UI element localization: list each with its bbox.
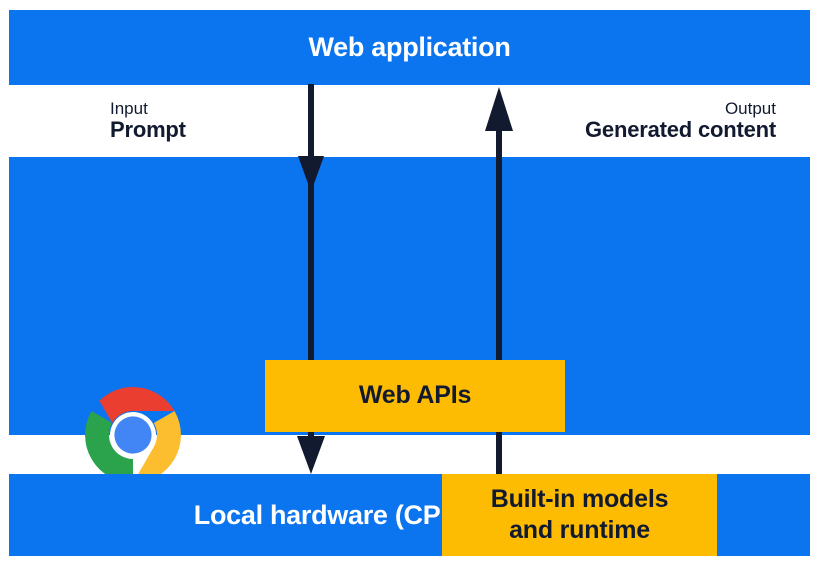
input-kicker: Input [110,99,148,118]
layer-browser: Browser Web APIs Built-in models and run… [9,157,810,556]
chrome-logo-icon [85,387,181,483]
box-builtin-models-line2: and runtime [509,516,650,544]
input-value: Prompt [110,117,186,143]
input-annotation: Input Prompt [110,99,186,143]
input-arrow-down [297,84,325,474]
output-kicker: Output [724,99,776,118]
layer-web-application: Web application [9,10,810,85]
layer-web-application-label: Web application [308,32,511,62]
box-web-apis-label: Web APIs [358,381,472,410]
output-arrow-up [485,87,513,475]
box-builtin-models-line1: Built-in models [490,484,669,513]
output-annotation: Output Generated content [585,99,776,143]
box-web-apis: Web APIs [265,360,565,432]
box-builtin-models-label: Built-in models and runtime [491,484,669,547]
output-value: Generated content [585,117,776,143]
box-builtin-models: Built-in models and runtime [442,474,717,556]
